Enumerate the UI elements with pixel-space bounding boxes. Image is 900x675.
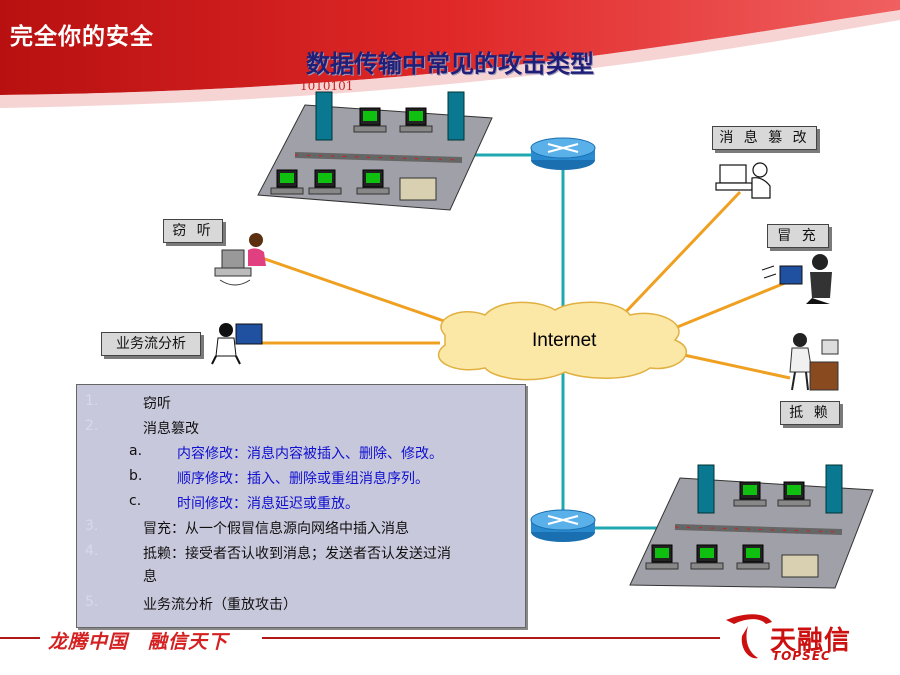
- binary-stream-label: 1010101: [300, 79, 354, 93]
- router-top-icon: [530, 137, 596, 170]
- lan-top: [257, 91, 493, 211]
- slide-title: 数据传输中常见的攻击类型: [306, 50, 594, 78]
- label-deny: 抵 赖: [780, 401, 840, 425]
- internet-cloud-icon: [437, 301, 688, 381]
- banner-title: 完全你的安全: [10, 24, 154, 50]
- router-bottom-icon: [530, 509, 596, 542]
- logo-english: TOPSEC: [772, 649, 831, 663]
- topsec-logo-icon: [726, 614, 772, 659]
- logo-chinese: 天融信: [770, 626, 852, 656]
- repudiator-icon: [789, 333, 839, 391]
- tamperer-icon: [715, 162, 771, 199]
- attack-list-panel: 1. 窃听 2. 消息篡改 a. 内容修改：消息内容被插入、删除、修改。 b. …: [76, 384, 526, 628]
- internet-label: Internet: [532, 330, 597, 351]
- label-impersonate: 冒 充: [767, 224, 829, 248]
- analyst-icon: [211, 323, 263, 365]
- impersonator-icon: [761, 254, 832, 304]
- label-tamper: 消 息 篡 改: [712, 126, 817, 150]
- footer-slogan: 龙腾中国 融信天下: [48, 631, 229, 653]
- eavesdropper-icon: [214, 233, 266, 286]
- banner-swoosh: [0, 0, 900, 95]
- label-eavesdrop: 窃 听: [163, 219, 223, 243]
- label-traffic-analysis: 业务流分析: [101, 332, 201, 356]
- lan-bottom: [629, 464, 874, 589]
